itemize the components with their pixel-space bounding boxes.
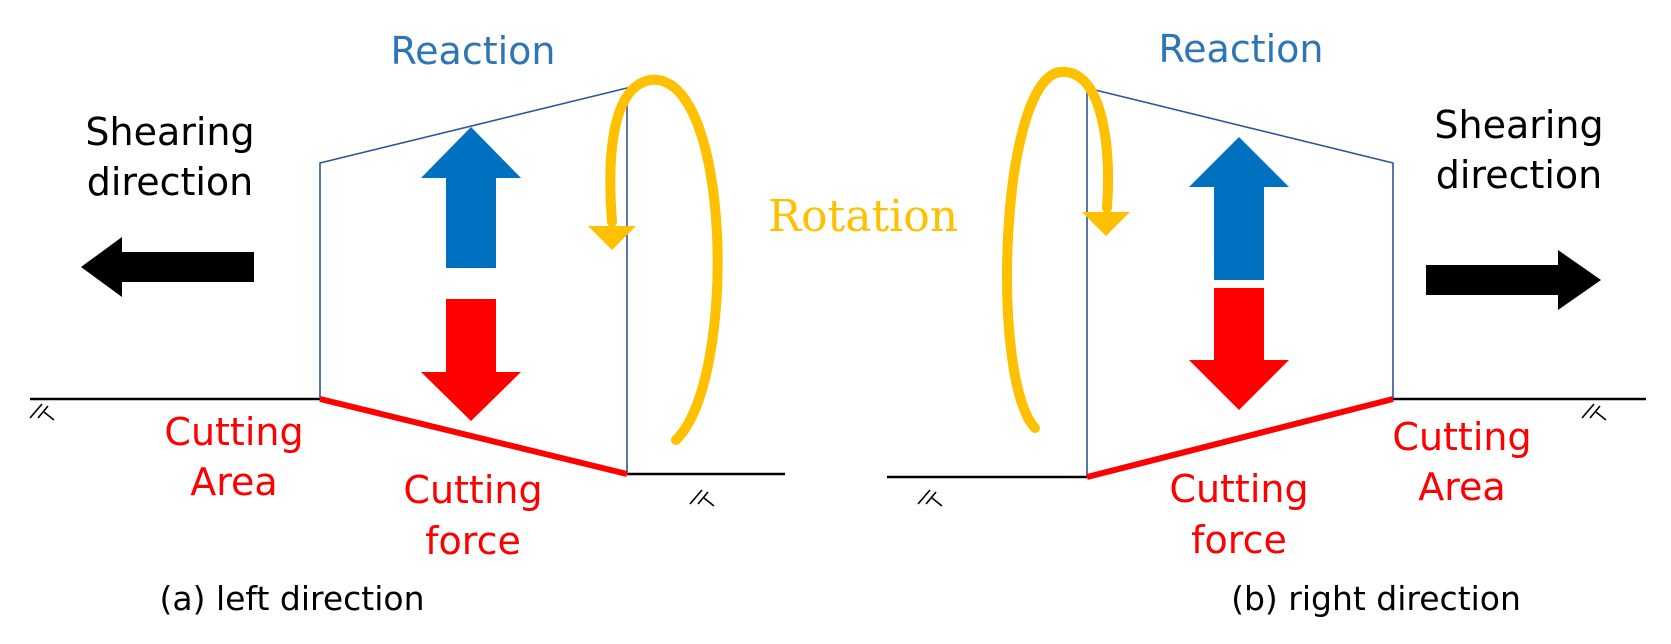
rotation-arrow-right (1002, 66, 1114, 433)
cutting-force-label-right-1: Cutting (1169, 467, 1308, 511)
panel-left: Reaction Shearing direction Cutting Area… (29, 29, 785, 618)
rotation-arrow-left (605, 74, 723, 445)
cutting-force-label-left-2: force (425, 519, 521, 563)
block-outline-right (1086, 86, 1394, 477)
cutting-area-label-right-1: Cutting (1392, 415, 1531, 459)
reaction-label-right: Reaction (1158, 27, 1323, 71)
cutting-area-label-right-2: Area (1418, 465, 1505, 509)
reaction-arrow-left (421, 127, 521, 268)
rotation-arrowhead-right (1082, 212, 1130, 236)
caption-right: (b) right direction (1231, 579, 1521, 618)
ground-hatch-icon (1581, 403, 1607, 421)
reaction-label-left: Reaction (390, 29, 555, 73)
ground-hatch-icon (689, 489, 715, 507)
rotation-arrowhead-left (588, 226, 636, 250)
cutting-area-label-left-2: Area (190, 460, 277, 504)
cutting-force-arrow-left (421, 299, 521, 421)
rotation-label: Rotation (768, 191, 958, 242)
cutting-force-label-left-1: Cutting (403, 468, 542, 512)
shearing-arrow-left (81, 237, 254, 297)
ground-hatch-icon (917, 489, 943, 507)
ground-hatch-icon (29, 403, 55, 421)
shearing-label-left-1: Shearing (85, 110, 254, 154)
cutting-line-left (319, 396, 628, 477)
cutting-line-right (1086, 396, 1394, 480)
panel-right: Reaction Shearing direction Cutting Area… (887, 27, 1646, 618)
caption-left: (a) left direction (159, 579, 424, 618)
cutting-force-arrow-right (1189, 288, 1289, 410)
cutting-area-label-left-1: Cutting (164, 410, 303, 454)
block-outline-left (319, 86, 628, 474)
shearing-label-right-1: Shearing (1434, 103, 1603, 147)
shearing-label-left-2: direction (87, 160, 254, 204)
shearing-label-right-2: direction (1436, 153, 1603, 197)
shearing-arrow-right (1426, 250, 1601, 310)
cutting-force-label-right-2: force (1191, 518, 1287, 562)
reaction-arrow-right (1189, 137, 1289, 280)
